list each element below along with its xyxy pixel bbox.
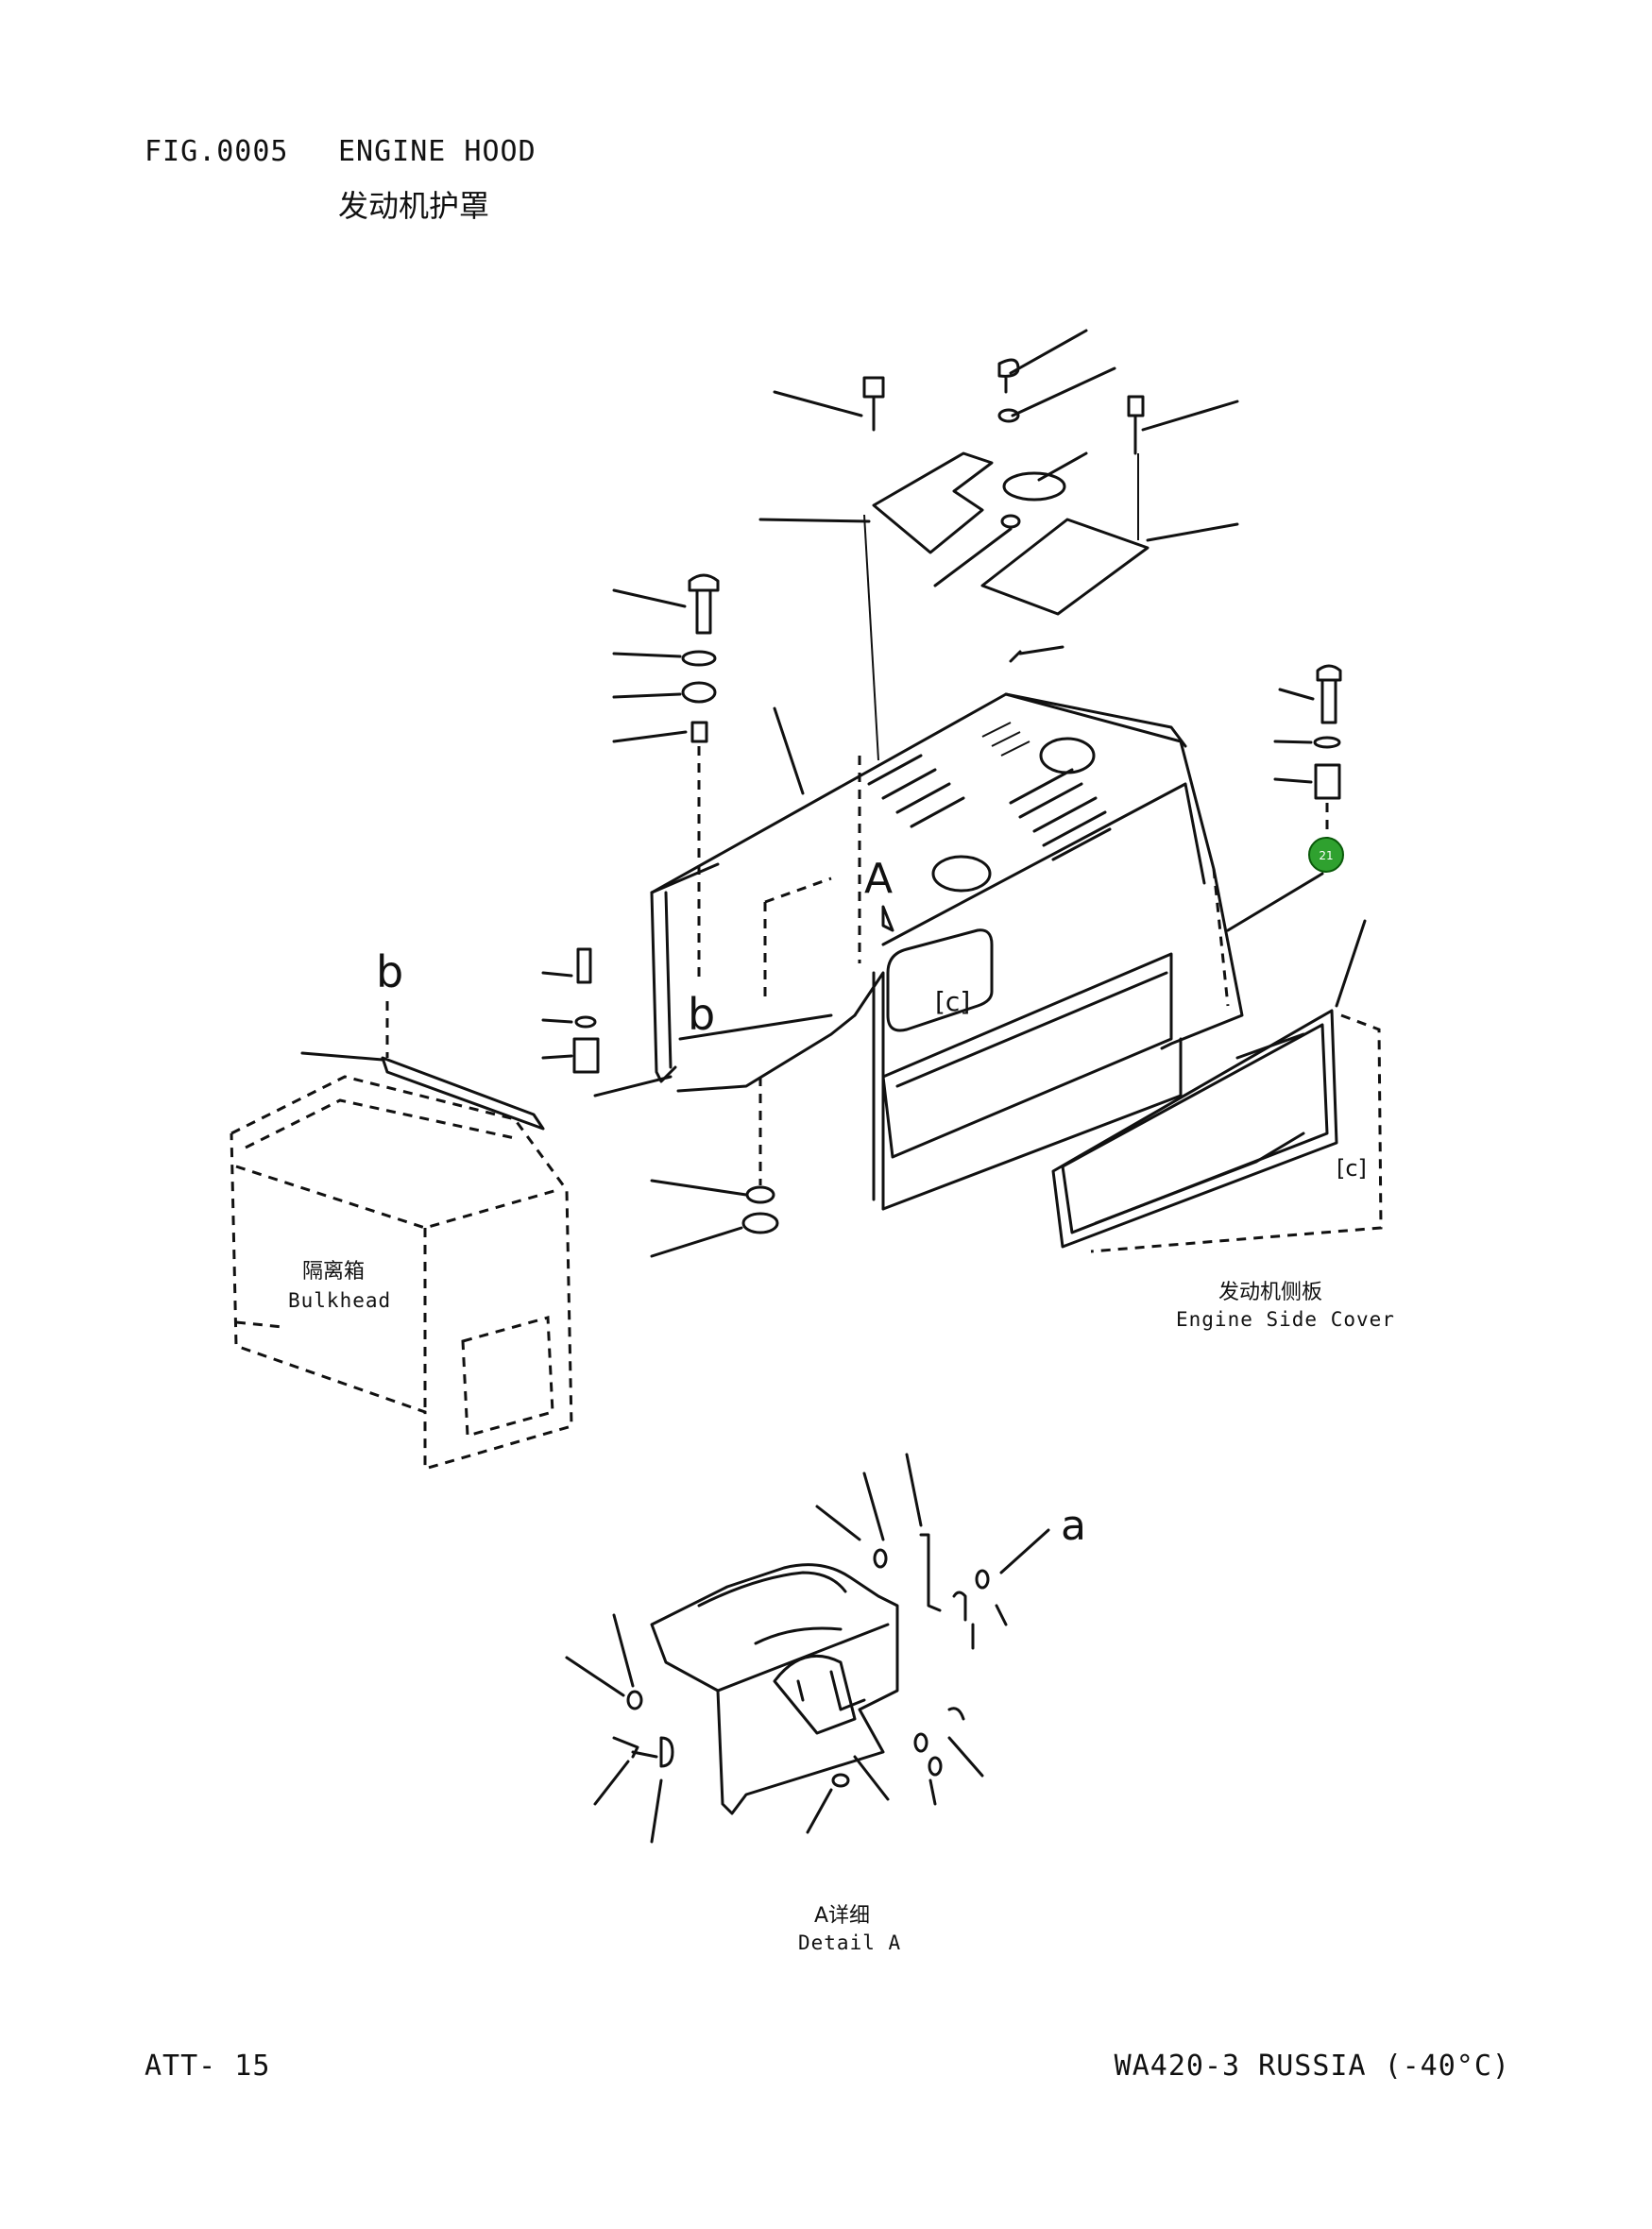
page-reference: ATT- 15 xyxy=(145,2050,271,2083)
lower-washers xyxy=(650,1077,779,1258)
side-cover-label-en: Engine Side Cover xyxy=(1176,1308,1395,1331)
top-cover-assembly xyxy=(758,329,1239,761)
side-cover-label-cn: 发动机侧板 xyxy=(1218,1281,1323,1304)
detail-a-label-en: Detail A xyxy=(798,1931,902,1954)
bulkhead: b xyxy=(230,946,573,1471)
detail-a-assembly: a xyxy=(565,1453,1086,1844)
svg-text:[c]: [c] xyxy=(1337,1155,1367,1182)
callout-21-label: 21 xyxy=(1319,849,1333,862)
mid-bolt-stack xyxy=(541,947,673,1097)
ref-a: a xyxy=(1061,1502,1086,1550)
engine-hood-body: [c] A b xyxy=(650,645,1324,1211)
right-bolt-stack xyxy=(1273,664,1342,841)
figure-number: FIG.0005 xyxy=(145,135,289,168)
bulkhead-label-en: Bulkhead xyxy=(288,1289,392,1312)
ref-b-top: b xyxy=(376,946,403,997)
figure-title: ENGINE HOOD xyxy=(338,135,536,168)
svg-text:[c]: [c] xyxy=(935,986,970,1017)
engine-side-cover: [c] xyxy=(1051,919,1383,1253)
bulkhead-label-cn: 隔离箱 xyxy=(302,1260,366,1284)
callout-21-circle[interactable] xyxy=(1308,837,1344,873)
detail-a-label-cn: A详细 xyxy=(814,1904,871,1928)
callout-21[interactable]: 21 xyxy=(1308,837,1344,873)
model-reference: WA420-3 RUSSIA (-40°C) xyxy=(1114,2050,1510,2083)
ref-b-hood: b xyxy=(688,989,715,1040)
view-a-marker: A xyxy=(864,855,893,903)
left-bolt-stack xyxy=(612,573,720,982)
figure-title-cn: 发动机护罩 xyxy=(338,188,490,224)
